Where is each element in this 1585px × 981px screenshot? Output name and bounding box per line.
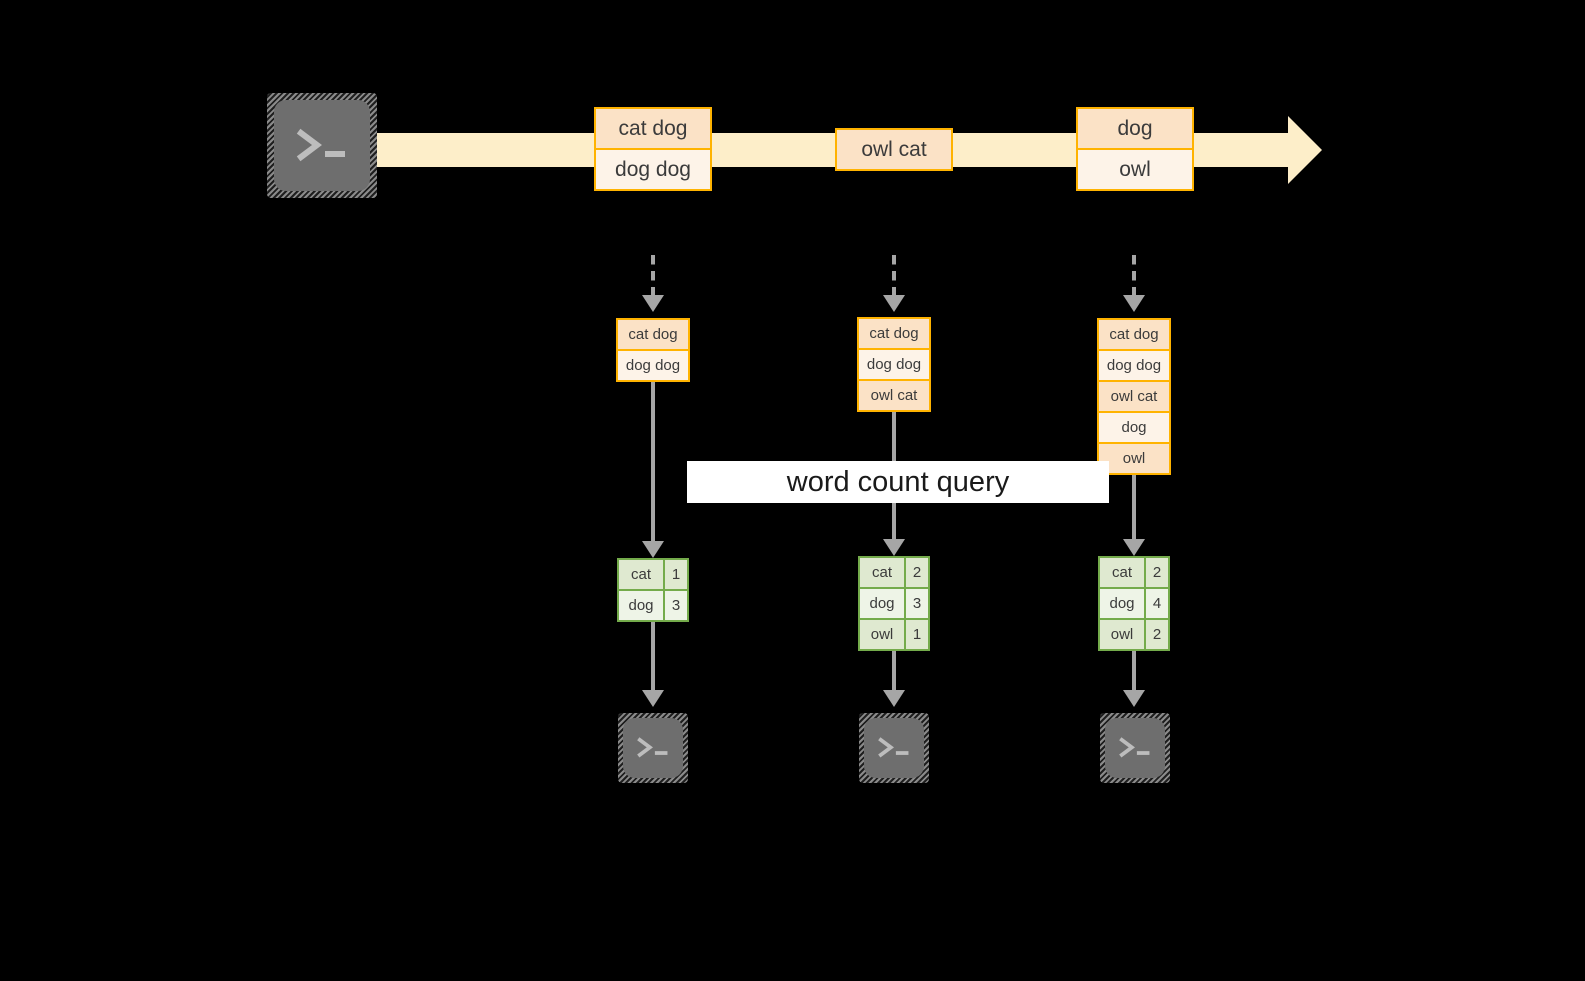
- snapshot-3-input-record: dog dog: [1099, 351, 1169, 382]
- table-row: cat 1: [619, 560, 687, 591]
- snapshot-3-trigger-arrowhead: [1123, 295, 1145, 312]
- table-row: owl 2: [1100, 620, 1168, 649]
- snapshot-2-input-stack: cat dog dog dog owl cat: [857, 317, 931, 412]
- source-terminal-screen: [274, 100, 370, 191]
- stream-arrowhead: [1288, 116, 1322, 184]
- result-count: 2: [1146, 558, 1168, 587]
- snapshot-3-input-record: owl cat: [1099, 382, 1169, 413]
- snapshot-1-input-record: cat dog: [618, 320, 688, 351]
- snapshot-1-trigger-line: [651, 255, 655, 297]
- snapshot-3-result-table: cat 2 dog 4 owl 2: [1098, 556, 1170, 651]
- snapshot-1-result-table: cat 1 dog 3: [617, 558, 689, 622]
- snapshot-1-query-line: [651, 382, 655, 545]
- result-word: owl: [1100, 620, 1146, 649]
- table-row: dog 3: [619, 591, 687, 620]
- snapshot-3-input-record: owl: [1099, 444, 1169, 473]
- stream-record-g1-0: cat dog: [594, 107, 712, 150]
- snapshot-2-query-arrowhead: [883, 539, 905, 556]
- snapshot-2-trigger-arrowhead: [883, 295, 905, 312]
- table-row: cat 2: [860, 558, 928, 589]
- result-word: dog: [1100, 589, 1146, 618]
- table-row: dog 4: [1100, 589, 1168, 620]
- result-count: 1: [665, 560, 687, 589]
- snapshot-3-sink-line: [1132, 651, 1136, 694]
- result-word: dog: [619, 591, 665, 620]
- result-word: cat: [1100, 558, 1146, 587]
- snapshot-2-sink-line: [892, 651, 896, 694]
- result-count: 2: [906, 558, 928, 587]
- snapshot-1-sink-line: [651, 622, 655, 694]
- snapshot-2-sink-terminal-icon[interactable]: [859, 713, 929, 783]
- snapshot-3-sink-terminal-screen: [1105, 718, 1165, 778]
- result-count: 3: [906, 589, 928, 618]
- snapshot-3-sink-terminal-icon[interactable]: [1100, 713, 1170, 783]
- snapshot-1-sink-terminal-screen: [623, 718, 683, 778]
- stream-record-g2-0: owl cat: [835, 128, 953, 171]
- snapshot-2-sink-arrowhead: [883, 690, 905, 707]
- result-word: dog: [860, 589, 906, 618]
- table-row: dog 3: [860, 589, 928, 620]
- result-word: cat: [619, 560, 665, 589]
- stream-record-g3-0: dog: [1076, 107, 1194, 150]
- snapshot-3-trigger-line: [1132, 255, 1136, 297]
- snapshot-3-query-line: [1132, 475, 1136, 543]
- result-count: 3: [665, 591, 687, 620]
- snapshot-1-sink-arrowhead: [642, 690, 664, 707]
- snapshot-1-query-arrowhead: [642, 541, 664, 558]
- snapshot-3-input-record: dog: [1099, 413, 1169, 444]
- snapshot-1-input-stack: cat dog dog dog: [616, 318, 690, 382]
- query-label: word count query: [687, 461, 1109, 503]
- snapshot-3-query-arrowhead: [1123, 539, 1145, 556]
- snapshot-2-result-table: cat 2 dog 3 owl 1: [858, 556, 930, 651]
- stream-record-g1-1: dog dog: [594, 148, 712, 191]
- snapshot-2-trigger-line: [892, 255, 896, 297]
- result-word: cat: [860, 558, 906, 587]
- snapshot-1-sink-terminal-icon[interactable]: [618, 713, 688, 783]
- snapshot-1-input-record: dog dog: [618, 351, 688, 380]
- snapshot-2-sink-terminal-screen: [864, 718, 924, 778]
- snapshot-2-input-record: dog dog: [859, 350, 929, 381]
- snapshot-1-trigger-arrowhead: [642, 295, 664, 312]
- source-terminal-icon[interactable]: [267, 93, 377, 198]
- snapshot-2-input-record: cat dog: [859, 319, 929, 350]
- snapshot-3-sink-arrowhead: [1123, 690, 1145, 707]
- snapshot-2-input-record: owl cat: [859, 381, 929, 410]
- table-row: owl 1: [860, 620, 928, 649]
- stream-record-g3-1: owl: [1076, 148, 1194, 191]
- snapshot-3-input-stack: cat dog dog dog owl cat dog owl: [1097, 318, 1171, 475]
- result-count: 4: [1146, 589, 1168, 618]
- result-count: 1: [906, 620, 928, 649]
- snapshot-3-input-record: cat dog: [1099, 320, 1169, 351]
- result-count: 2: [1146, 620, 1168, 649]
- result-word: owl: [860, 620, 906, 649]
- table-row: cat 2: [1100, 558, 1168, 589]
